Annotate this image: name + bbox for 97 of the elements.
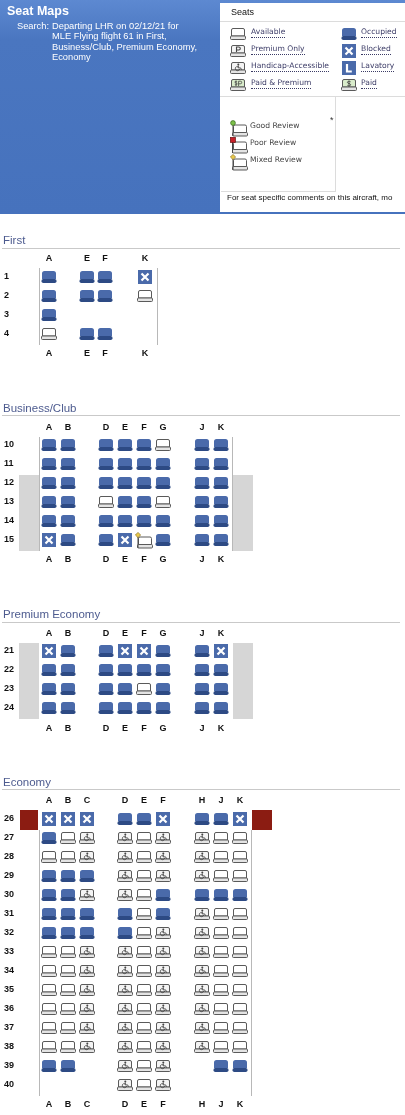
column-letter: E [141,1098,147,1110]
column-letter: B [64,794,72,806]
row-number: 31 [4,908,14,919]
column-letter: F [141,627,147,639]
column-letter: A [45,1098,53,1110]
column-letter: J [218,1098,224,1110]
column-letter: F [160,1098,166,1110]
column-letter: A [45,722,53,734]
search-summary: Departing LHR on 02/12/21 for MLE Flying flight 61 in First, Business/Club, Premium Economy, Economy [52,21,198,63]
column-letter: G [159,722,167,734]
column-letter: F [160,794,166,806]
column-letter: K [236,1098,244,1110]
row-number: 33 [4,946,14,957]
column-letter: D [102,553,110,565]
column-letter: J [199,722,205,734]
column-letter: F [102,347,108,359]
column-letter: K [217,627,225,639]
row-number: 24 [4,702,14,713]
row-number: 23 [4,683,14,694]
column-letter: E [84,347,90,359]
row-number: 34 [4,965,14,976]
column-letter: H [198,1098,206,1110]
row-number: 29 [4,870,14,881]
column-letter: B [64,553,72,565]
column-letter: K [141,252,149,264]
column-letter: F [141,722,147,734]
note-text: For seat specific comments on this aircraft, mo [227,193,394,202]
column-letter: B [64,627,72,639]
row-number: 15 [4,534,14,545]
column-letter: E [122,553,128,565]
column-letter: K [141,347,149,359]
column-letter: A [45,627,53,639]
column-letter: K [217,421,225,433]
column-letter: E [122,421,128,433]
column-letter: A [45,252,53,264]
row-number: 10 [4,439,14,450]
row-number: 39 [4,1060,14,1071]
column-letter: J [199,421,205,433]
column-letter: E [122,722,128,734]
column-letter: K [236,794,244,806]
row-number: 11 [4,458,14,469]
column-letter: K [217,553,225,565]
row-number: 21 [4,645,14,656]
column-letter: A [45,347,53,359]
section-heading: First [3,234,26,248]
search-label: Search: [16,21,49,32]
row-number: 13 [4,496,14,507]
column-letter: E [84,252,90,264]
column-letter: E [122,627,128,639]
column-letter: B [64,722,72,734]
column-letter: D [121,794,129,806]
row-number: 1 [4,271,9,282]
column-letter: G [159,421,167,433]
row-number: 4 [4,328,9,339]
row-number: 36 [4,1003,14,1014]
column-letter: A [45,794,53,806]
section-heading: Premium Economy [3,608,101,622]
column-letter: K [217,722,225,734]
row-number: 30 [4,889,14,900]
column-letter: A [45,421,53,433]
column-letter: D [102,722,110,734]
row-number: 32 [4,927,14,938]
column-letter: E [141,794,147,806]
row-number: 37 [4,1022,14,1033]
section-heading: Business/Club [3,402,77,416]
column-letter: C [83,794,91,806]
column-letter: D [121,1098,129,1110]
column-letter: G [159,553,167,565]
column-letter: H [198,794,206,806]
page-title: Seat Maps [7,4,69,19]
row-number: 35 [4,984,14,995]
column-letter: F [102,252,108,264]
column-letter: A [45,553,53,565]
column-letter: F [141,421,147,433]
column-letter: J [199,553,205,565]
column-letter: D [102,627,110,639]
row-number: 38 [4,1041,14,1052]
row-number: 27 [4,832,14,843]
legend-heading: Seats [231,7,254,18]
asterisk-note: * [330,115,334,126]
column-letter: J [218,794,224,806]
column-letter: G [159,627,167,639]
column-letter: F [141,553,147,565]
column-letter: C [83,1098,91,1110]
row-number: 40 [4,1079,14,1090]
row-number: 26 [4,813,14,824]
column-letter: D [102,421,110,433]
row-number: 14 [4,515,14,526]
row-number: 22 [4,664,14,675]
row-number: 3 [4,309,9,320]
column-letter: J [199,627,205,639]
row-number: 12 [4,477,14,488]
row-number: 2 [4,290,9,301]
column-letter: B [64,1098,72,1110]
row-number: 28 [4,851,14,862]
section-heading: Economy [3,776,51,790]
column-letter: B [64,421,72,433]
